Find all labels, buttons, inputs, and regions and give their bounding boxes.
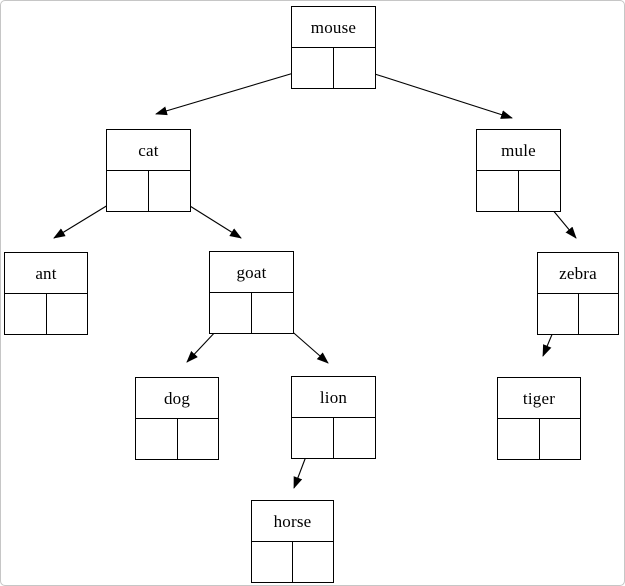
pointer-row [292, 418, 375, 458]
node-label-cell: mule [477, 130, 560, 171]
pointer-row [136, 419, 218, 459]
tree-node-zebra: zebra [537, 252, 619, 335]
pointer-row [292, 48, 375, 88]
right-pointer-cell [47, 294, 88, 334]
right-pointer-cell [252, 293, 293, 333]
right-pointer-cell [149, 171, 190, 211]
left-pointer-cell [292, 48, 334, 88]
right-pointer-cell [579, 294, 619, 334]
tree-node-ant: ant [4, 252, 88, 335]
node-label: cat [138, 140, 159, 160]
node-label: horse [273, 511, 312, 531]
tree-node-tiger: tiger [497, 377, 581, 460]
node-label: mule [501, 140, 536, 160]
node-label: mouse [310, 17, 357, 37]
node-label-cell: dog [136, 378, 218, 419]
pointer-row [538, 294, 618, 334]
tree-node-mouse: mouse [291, 6, 376, 89]
node-label-cell: goat [210, 252, 293, 293]
node-label: tiger [522, 388, 556, 408]
left-pointer-cell [538, 294, 579, 334]
left-pointer-cell [210, 293, 252, 333]
pointer-row [252, 542, 333, 582]
right-pointer-cell [540, 419, 581, 459]
left-pointer-cell [477, 171, 519, 211]
pointer-row [5, 294, 87, 334]
node-label-cell: mouse [292, 7, 375, 48]
tree-node-dog: dog [135, 377, 219, 460]
pointer-row [107, 171, 190, 211]
node-label-cell: tiger [498, 378, 580, 419]
left-pointer-cell [292, 418, 334, 458]
tree-node-lion: lion [291, 376, 376, 459]
edge-mouse-right-to-mule [352, 66, 513, 119]
node-label-cell: ant [5, 253, 87, 294]
left-pointer-cell [252, 542, 293, 582]
left-pointer-cell [107, 171, 149, 211]
right-pointer-cell [178, 419, 219, 459]
node-label: lion [319, 387, 348, 407]
pointer-row [210, 293, 293, 333]
left-pointer-cell [136, 419, 178, 459]
right-pointer-cell [334, 48, 375, 88]
right-pointer-cell [293, 542, 333, 582]
left-pointer-cell [498, 419, 540, 459]
tree-node-mule: mule [476, 129, 561, 212]
node-label-cell: horse [252, 501, 333, 542]
node-label-cell: cat [107, 130, 190, 171]
tree-node-goat: goat [209, 251, 294, 334]
right-pointer-cell [334, 418, 375, 458]
right-pointer-cell [519, 171, 560, 211]
pointer-row [477, 171, 560, 211]
node-label-cell: lion [292, 377, 375, 418]
node-label: goat [236, 262, 267, 282]
tree-node-cat: cat [106, 129, 191, 212]
node-label-cell: zebra [538, 253, 618, 294]
node-label: dog [163, 388, 191, 408]
tree-node-horse: horse [251, 500, 334, 583]
node-label: ant [35, 263, 57, 283]
left-pointer-cell [5, 294, 47, 334]
node-label: zebra [559, 263, 597, 283]
pointer-row [498, 419, 580, 459]
